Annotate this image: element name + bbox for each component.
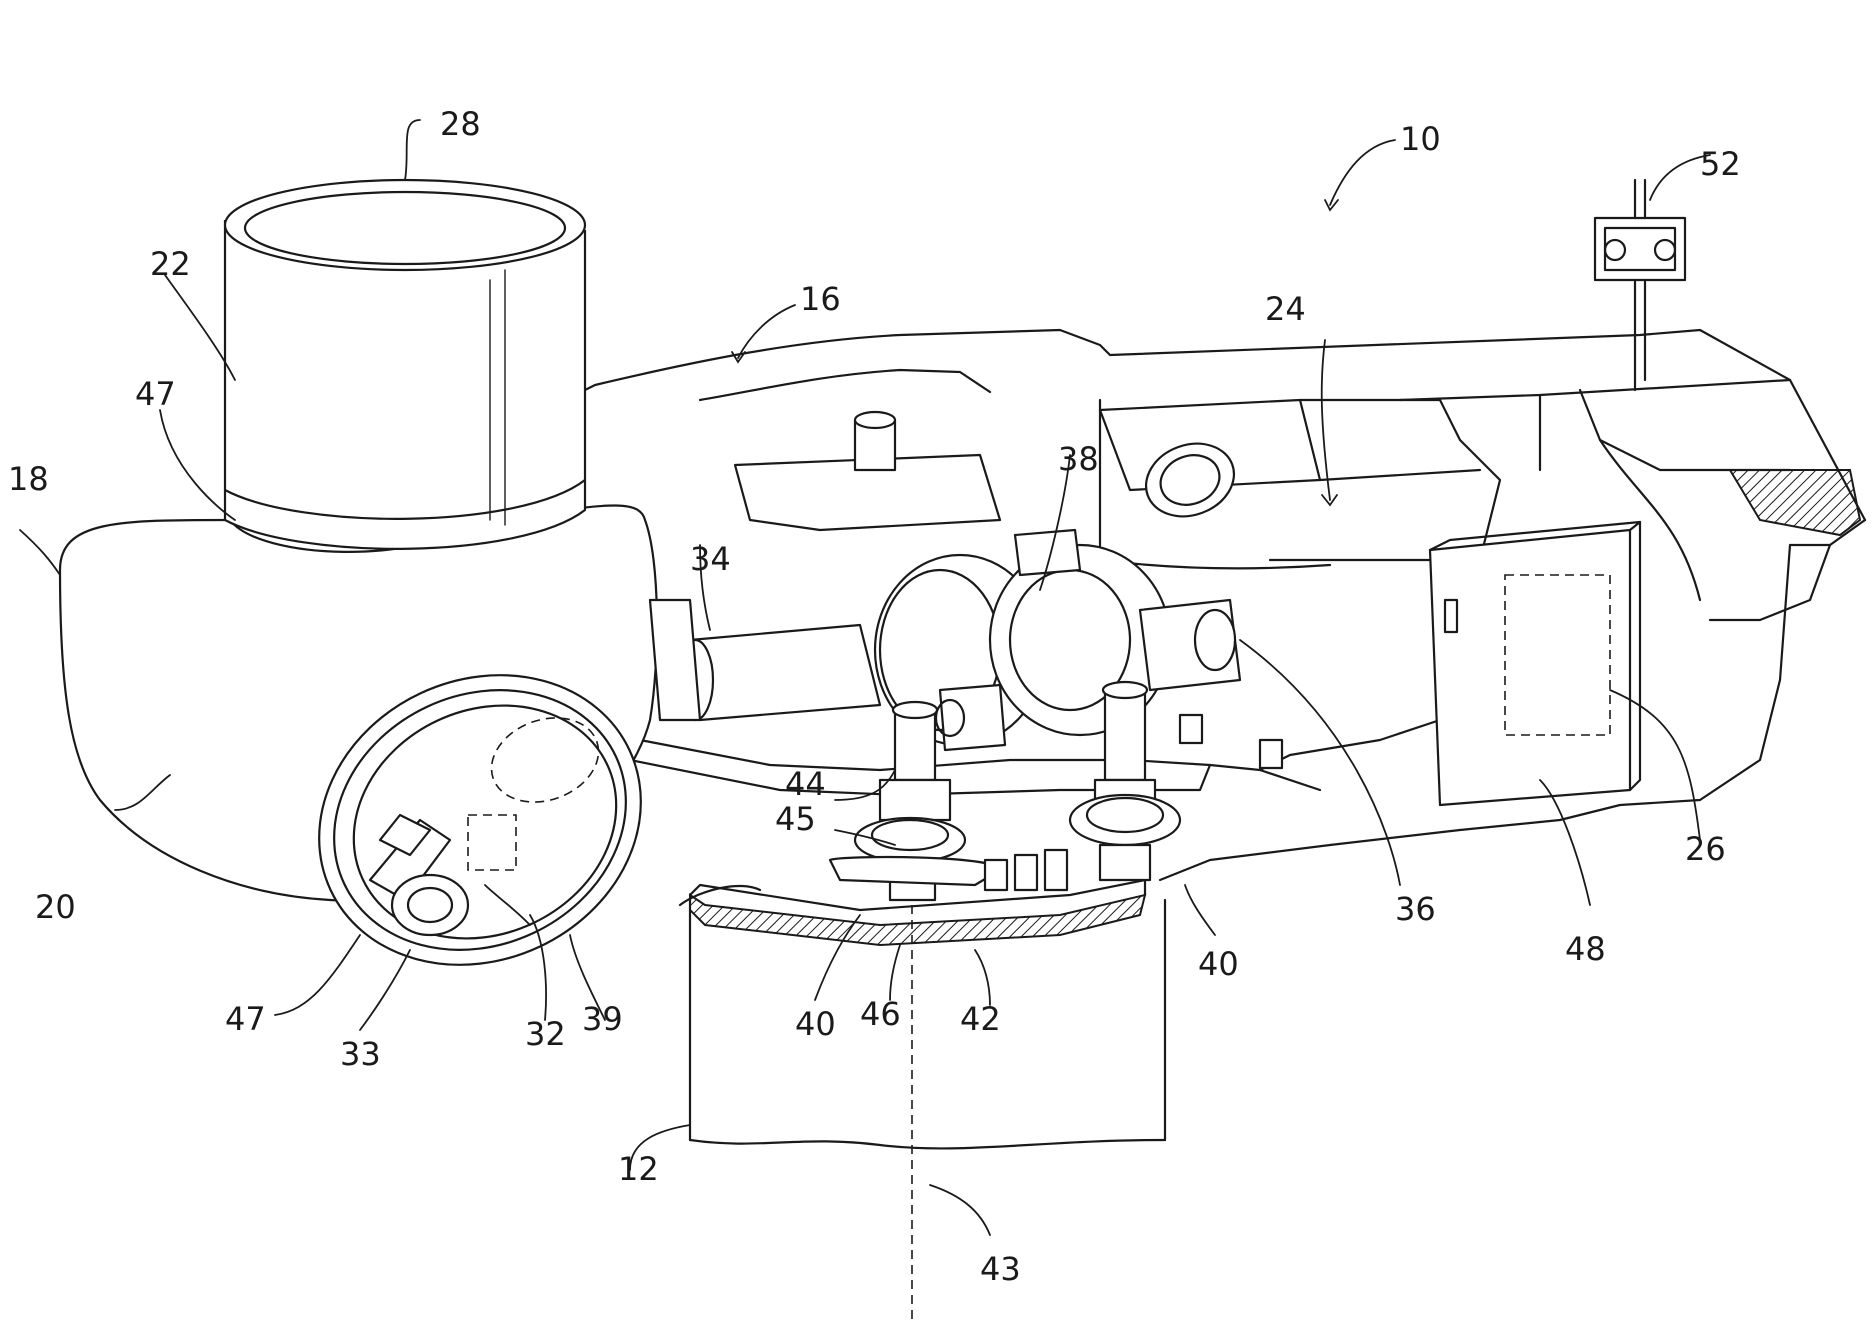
controller-cabinet (1430, 522, 1640, 805)
ref-10: 10 (1400, 120, 1441, 158)
ref-12: 12 (618, 1150, 659, 1188)
ref-26: 26 (1685, 830, 1726, 868)
ref-32: 32 (525, 1015, 566, 1053)
met-mast (1595, 180, 1685, 390)
ref-40a: 40 (795, 1005, 836, 1043)
ref-43: 43 (980, 1250, 1021, 1288)
ref-52: 52 (1700, 145, 1741, 183)
ref-36: 36 (1395, 890, 1436, 928)
ref-22: 22 (150, 245, 191, 283)
ref-39: 39 (582, 1000, 623, 1038)
top-structure (735, 400, 1320, 530)
ref-42: 42 (960, 1000, 1001, 1038)
ref-46: 46 (860, 995, 901, 1033)
ref-47b: 47 (225, 1000, 266, 1038)
ref-34: 34 (690, 540, 731, 578)
ref-44: 44 (785, 765, 826, 803)
ref-48: 48 (1565, 930, 1606, 968)
ref-20: 20 (35, 888, 76, 926)
main-shaft (650, 600, 880, 720)
blade-root-cylinder (225, 180, 585, 549)
ref-33: 33 (340, 1035, 381, 1073)
ref-16: 16 (800, 280, 841, 318)
ref-47a: 47 (135, 375, 176, 413)
ref-28: 28 (440, 105, 481, 143)
ref-24: 24 (1265, 290, 1306, 328)
ref-38: 38 (1058, 440, 1099, 478)
ref-45: 45 (775, 800, 816, 838)
ref-18: 18 (8, 460, 49, 498)
ref-40b: 40 (1198, 945, 1239, 983)
